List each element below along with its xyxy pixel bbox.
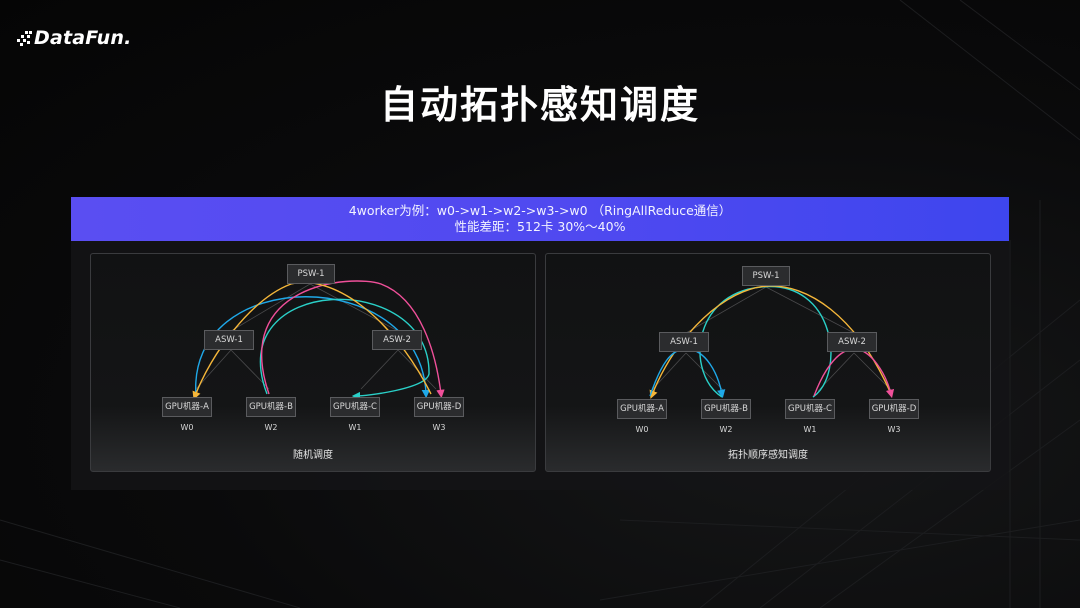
panel-caption: 拓扑顺序感知调度 [728, 450, 808, 461]
worker-label-w1: W1 [348, 423, 362, 432]
gpu-node-d: GPU机器-D [869, 399, 919, 419]
gpu-node-a: GPU机器-A [617, 399, 667, 419]
asw-2-node: ASW-2 [372, 330, 422, 350]
worker-label-w0: W0 [180, 423, 194, 432]
gpu-node-c: GPU机器-C [785, 399, 835, 419]
pixel-dots-icon [17, 31, 32, 46]
panel-topology-aware-scheduling: PSW-1 ASW-1 ASW-2 GPU机器-A GPU机器-B GPU机器-… [545, 253, 991, 472]
gpu-node-b: GPU机器-B [246, 397, 296, 417]
datafun-logo: DataFun. [16, 24, 132, 52]
worker-label-w3: W3 [432, 423, 446, 432]
gpu-node-d: GPU机器-D [414, 397, 464, 417]
logo-text: DataFun. [34, 27, 132, 49]
worker-label-w0: W0 [635, 425, 649, 434]
gpu-node-c: GPU机器-C [330, 397, 380, 417]
topology-links [649, 285, 895, 399]
banner-line-1: 4worker为例：w0->w1->w2->w3->w0 （RingAllRed… [348, 203, 732, 218]
asw-1-node: ASW-1 [659, 332, 709, 352]
banner-line-2: 性能差距：512卡 30%～40% [454, 219, 626, 234]
psw-1-node: PSW-1 [287, 264, 335, 284]
gpu-node-a: GPU机器-A [162, 397, 212, 417]
asw-1-node: ASW-1 [204, 330, 254, 350]
asw-2-node: ASW-2 [827, 332, 877, 352]
psw-1-node: PSW-1 [742, 266, 790, 286]
worker-label-w1: W1 [803, 425, 817, 434]
topology-links [192, 280, 445, 401]
panel-random-scheduling: PSW-1 ASW-1 ASW-2 GPU机器-A GPU机器-B GPU机器-… [90, 253, 536, 472]
page-title: 自动拓扑感知调度 [379, 83, 700, 127]
panel-caption: 随机调度 [293, 450, 333, 461]
worker-label-w2: W2 [719, 425, 733, 434]
worker-label-w2: W2 [264, 423, 278, 432]
info-banner: 4worker为例：w0->w1->w2->w3->w0 （RingAllRed… [71, 197, 1009, 241]
worker-label-w3: W3 [887, 425, 901, 434]
gpu-node-b: GPU机器-B [701, 399, 751, 419]
